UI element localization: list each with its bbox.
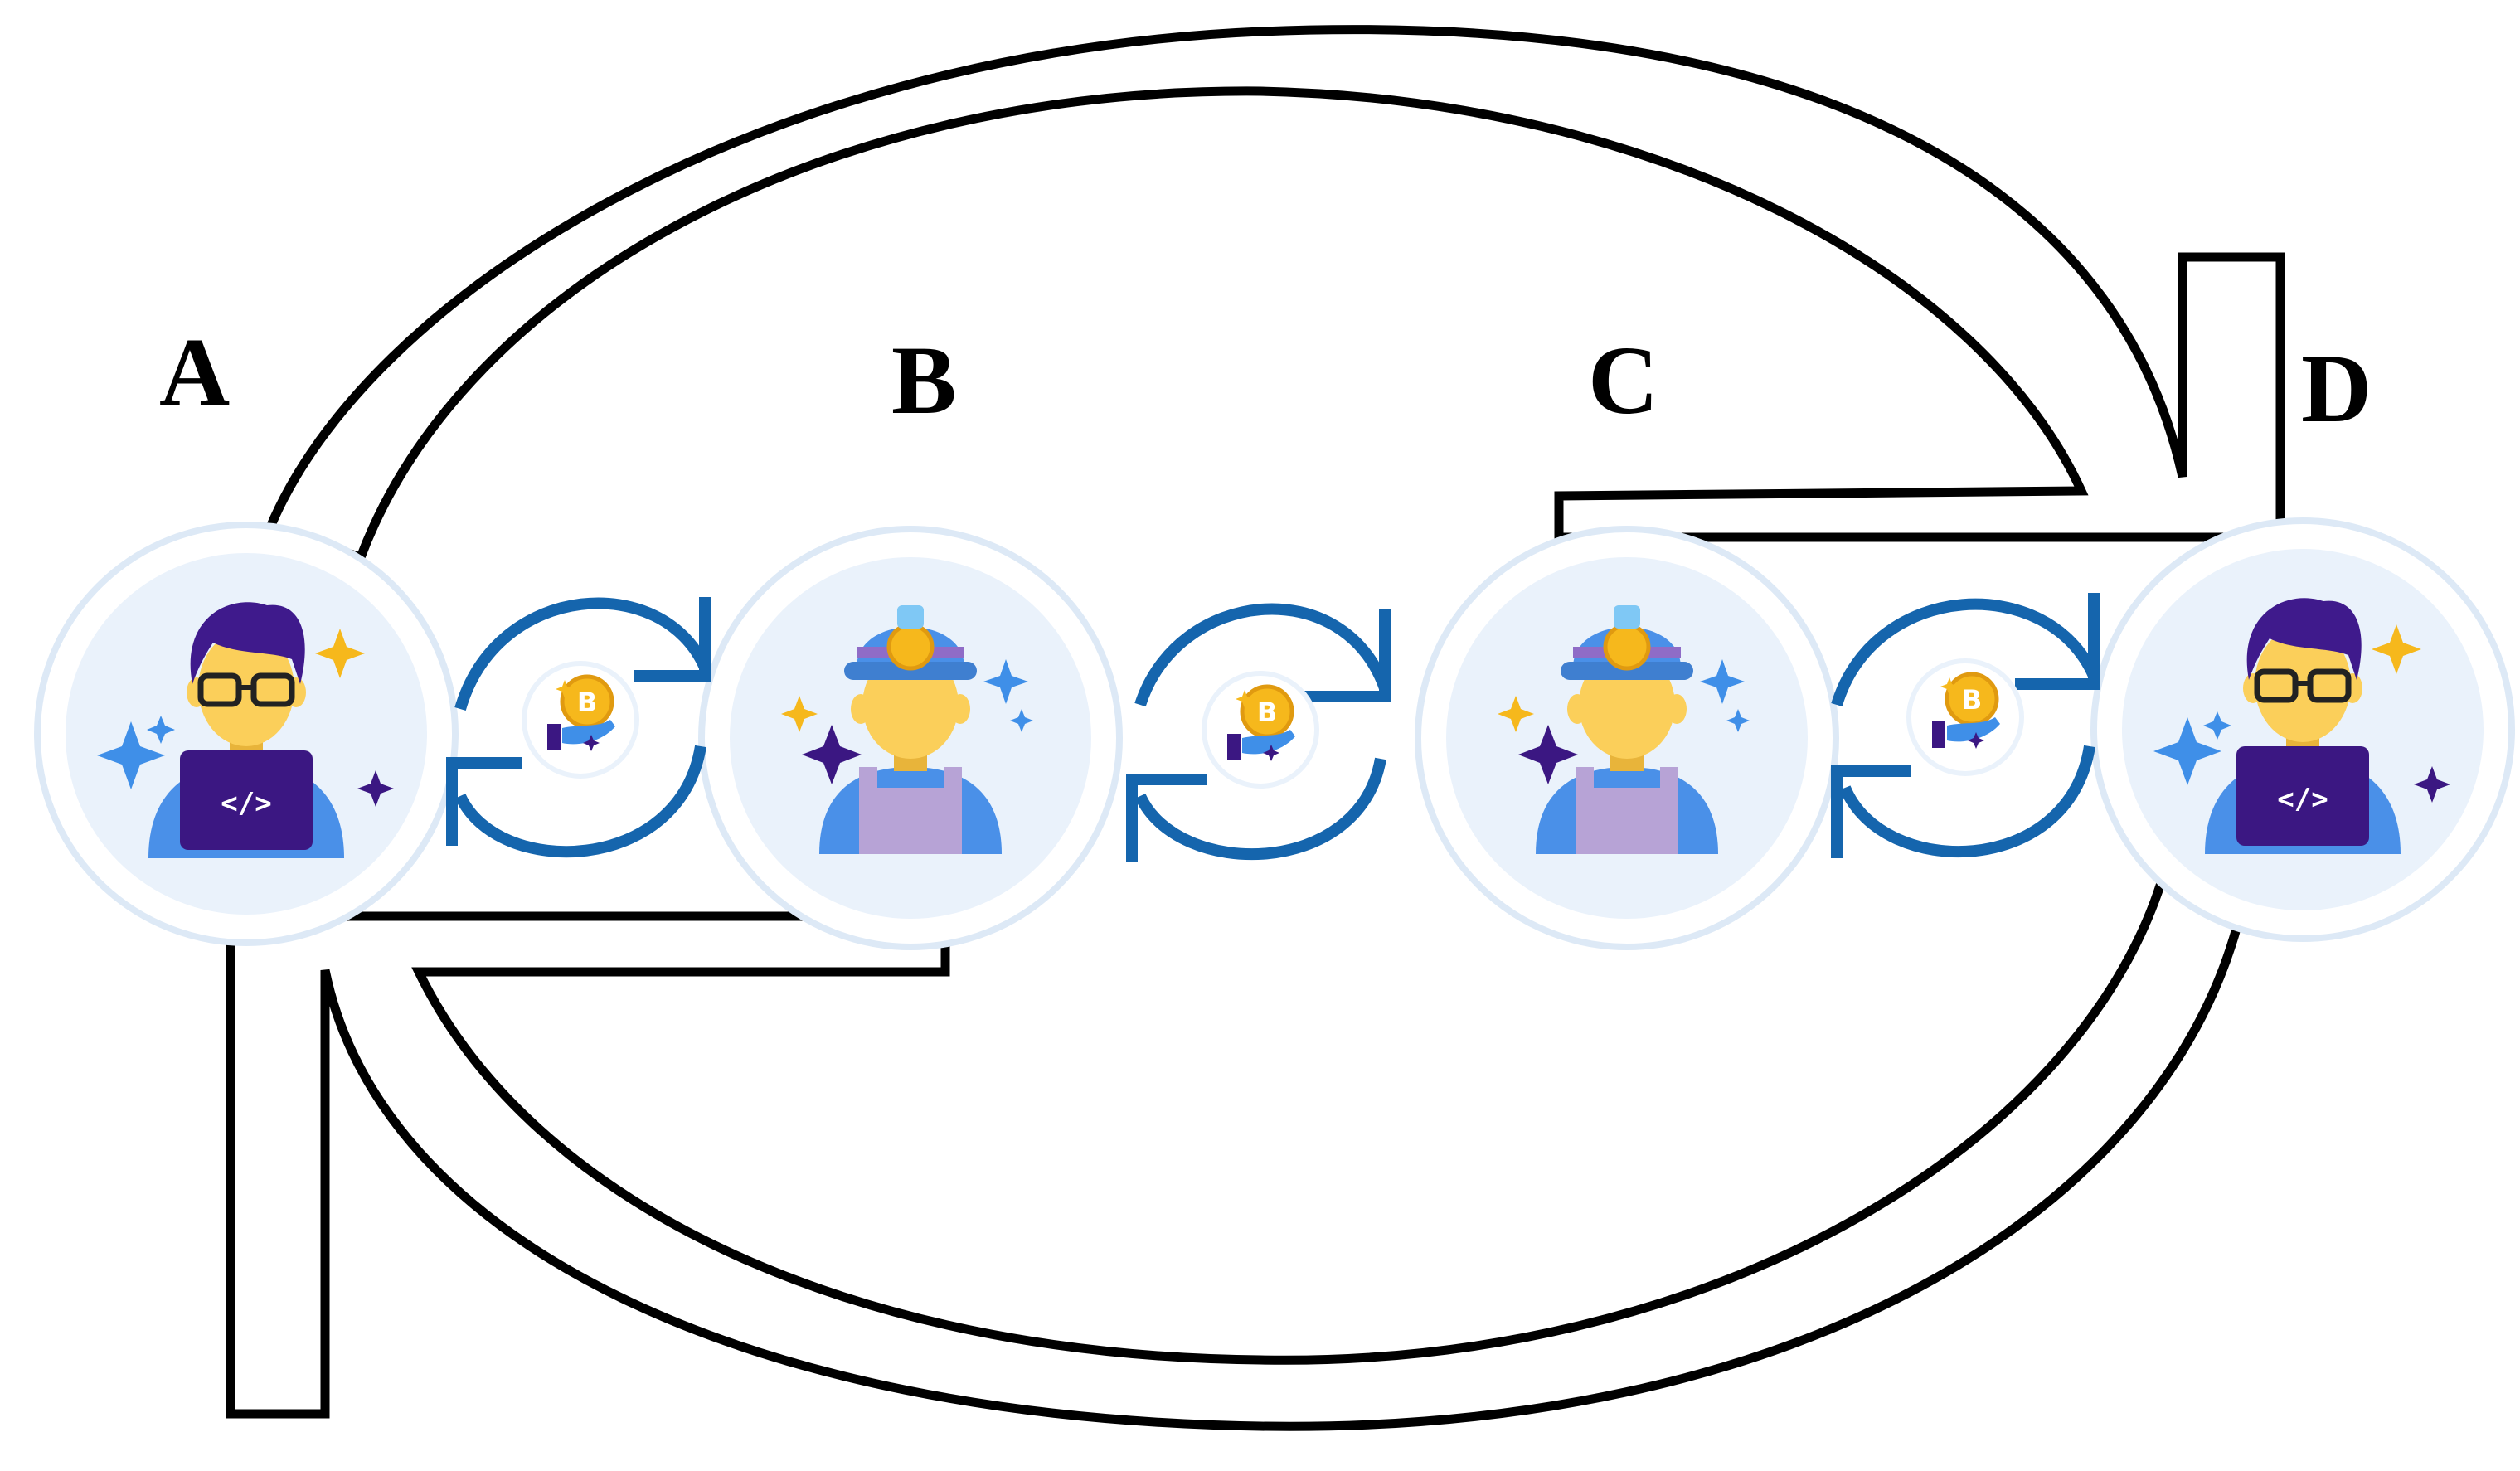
loop-arrow-d-to-a [263, 25, 2285, 563]
loop-arrow-a-to-d [226, 866, 2249, 1431]
node-label-d: D [2301, 334, 2372, 443]
coin-exchange-icon [1909, 661, 2022, 774]
coin-exchange-icon [1204, 673, 1317, 786]
node-label-b: B [891, 326, 957, 435]
exchange-a-b [446, 597, 711, 858]
coin-exchange-icon [524, 663, 637, 776]
node-label-a: A [159, 318, 231, 426]
exchange-b-c [1126, 603, 1391, 862]
node-d-developer-icon [2094, 521, 2512, 939]
exchange-c-d [1831, 593, 2100, 858]
node-b-miner-icon [702, 529, 1119, 947]
node-a-developer-icon [37, 525, 455, 943]
node-c-miner-icon [1418, 529, 1836, 947]
node-label-c: C [1588, 326, 1659, 435]
